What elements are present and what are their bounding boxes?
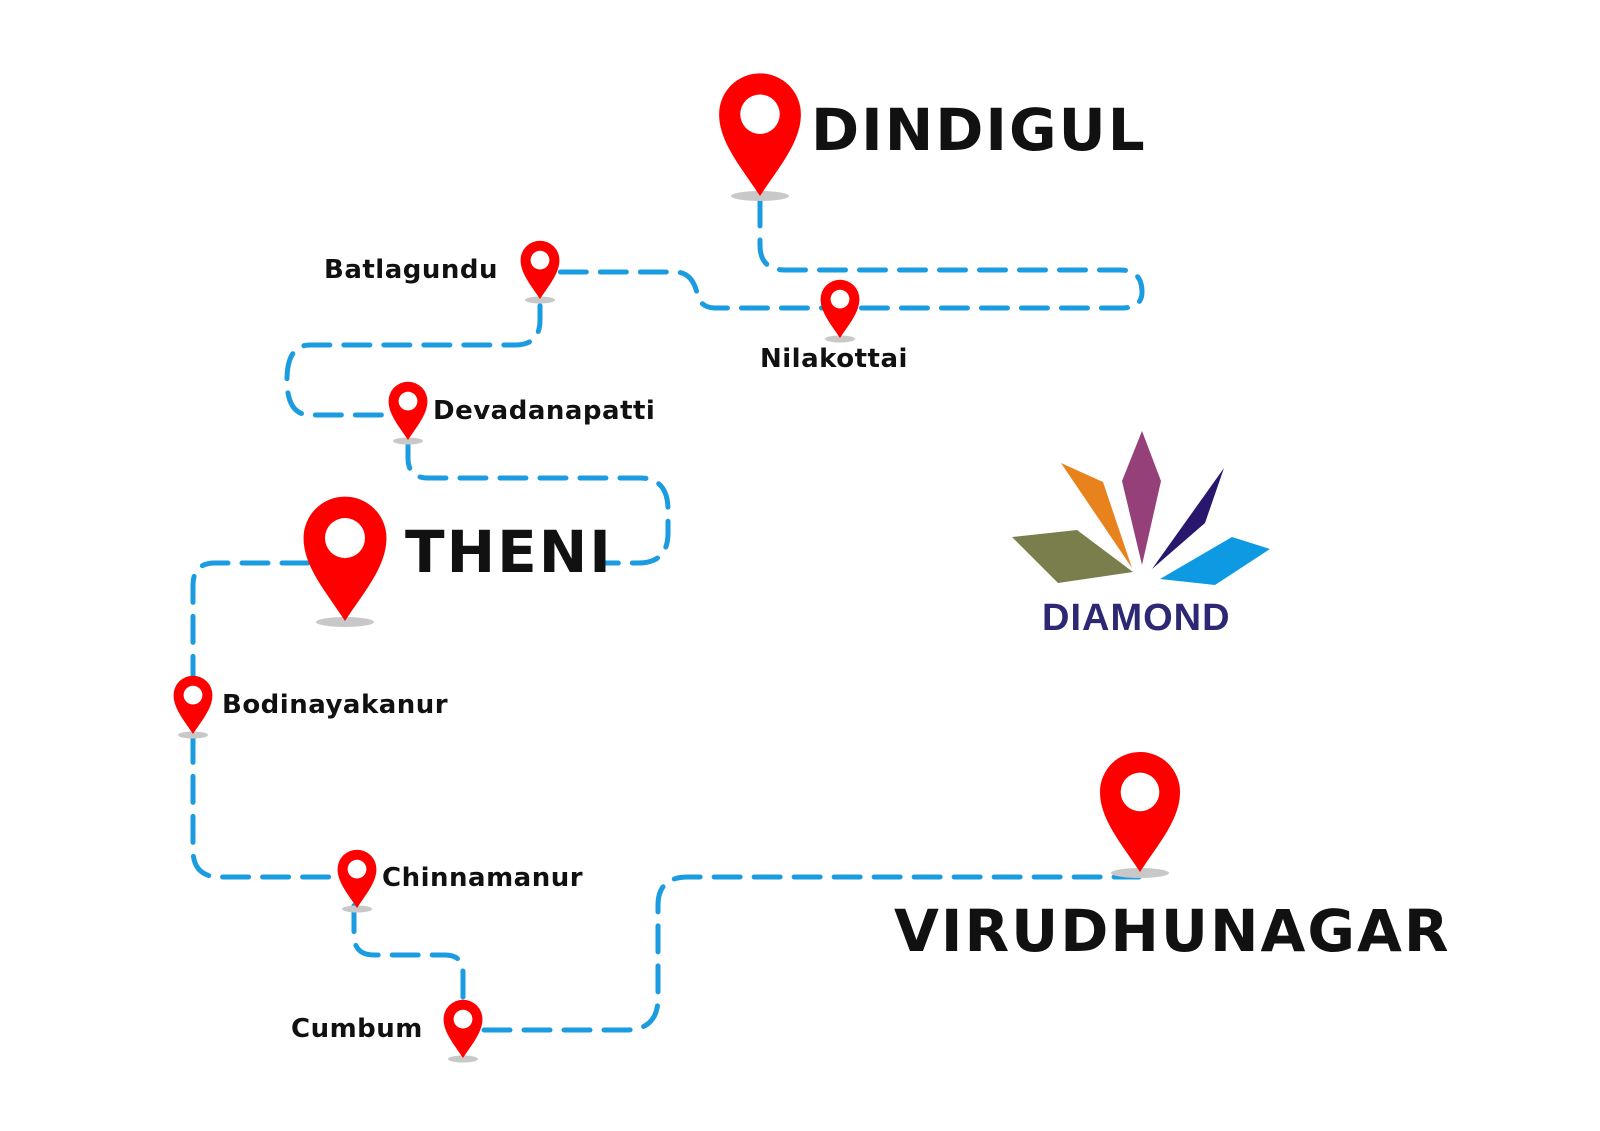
map-pin-icon [520,240,560,299]
pin-shadows [178,191,1169,1063]
place-label-chinnamanur: Chinnamanur [382,863,584,893]
place-label-theni: THENI [405,518,613,586]
lotus-diamond-icon [1012,431,1270,585]
place-label-batlagundu: Batlagundu [324,255,498,285]
logo-text: DIAMOND [1042,597,1231,639]
map-pin-icon [443,999,483,1058]
place-label-devadanapatti: Devadanapatti [433,396,656,426]
map-pin-icon [303,496,387,621]
place-label-bodinayakanur: Bodinayakanur [222,690,449,720]
place-label-dindigul: DINDIGUL [811,96,1147,164]
place-label-nilakottai: Nilakottai [760,344,908,374]
route-path [284,197,1145,566]
map-pin-icon [388,381,428,440]
place-label-virudhunagar: VIRUDHUNAGAR [894,897,1451,965]
map-pin-icon [719,73,801,196]
map-pin-icon [173,675,213,734]
map-pin-icon [1099,751,1181,872]
place-label-cumbum: Cumbum [291,1014,423,1044]
map-pin-icon [337,849,377,908]
map-pin-icon [820,279,860,338]
